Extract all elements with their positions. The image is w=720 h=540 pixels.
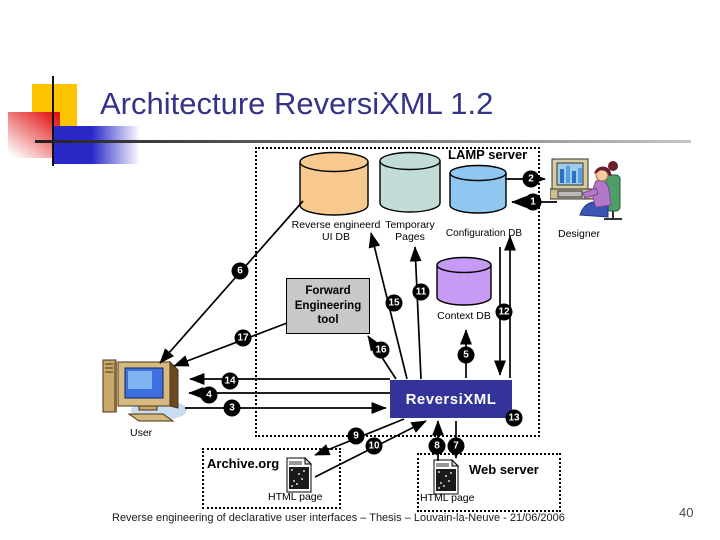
- reversixml-box: ReversiXML: [390, 380, 512, 418]
- archive-label: Archive.org: [207, 456, 280, 471]
- page-fold: [451, 459, 459, 467]
- badge-1: 1: [524, 193, 542, 211]
- temporary-pages-label: Temporary Pages: [385, 219, 435, 244]
- badge-9: 9: [347, 427, 365, 445]
- web-server-box: [417, 453, 561, 512]
- badge-13: 13: [505, 409, 523, 427]
- ornament-blue-tab: [62, 152, 84, 164]
- archive-box: [202, 448, 341, 509]
- badge-12: 12: [495, 303, 513, 321]
- tower-slots: [105, 363, 113, 373]
- badge-2: 2: [522, 170, 540, 188]
- screen-bar: [578, 168, 582, 183]
- reversixml-label: ReversiXML: [405, 390, 497, 408]
- page-titlebar: [436, 463, 449, 467]
- designer-label: Designer: [558, 228, 601, 240]
- designer-clipart: [550, 158, 622, 220]
- temporary-pages-cylinder: [379, 151, 441, 213]
- archive-html-page-icon: [286, 457, 312, 493]
- configuration-db-label: Configuration DB: [445, 228, 523, 239]
- badge-15: 15: [385, 294, 403, 312]
- badge-7: 7: [447, 437, 465, 455]
- forward-engineering-tool-label: Forward Engineering tool: [294, 285, 362, 327]
- screen-glare: [128, 371, 152, 389]
- ornament-red-square: [8, 112, 60, 158]
- cylinder-top: [436, 256, 492, 274]
- web-html-page-label: HTML page: [420, 492, 475, 504]
- badge-8: 8: [428, 437, 446, 455]
- designer-hair: [594, 166, 612, 176]
- cylinder-top: [299, 151, 369, 173]
- page-body: [289, 467, 309, 489]
- archive-html-page-label: HTML page: [268, 491, 323, 503]
- cylinder-top: [449, 164, 507, 182]
- footer-text: Reverse engineering of declarative user …: [112, 512, 565, 524]
- title-underline: [35, 140, 691, 143]
- designer-arm: [582, 187, 599, 199]
- badge-11: 11: [412, 283, 430, 301]
- screen-bar: [572, 171, 576, 183]
- user-computer-clipart: [102, 359, 187, 422]
- badge-16: 16: [372, 341, 390, 359]
- chair-base: [604, 211, 622, 220]
- web-server-label: Web server: [469, 462, 539, 477]
- keyboard: [557, 190, 583, 198]
- badge-3: 3: [223, 399, 241, 417]
- forward-engineering-tool-box: Forward Engineering tool: [286, 278, 370, 334]
- reverse-ui-db-label: Reverse engineerd UI DB: [291, 219, 381, 244]
- page-speckles: [438, 471, 452, 489]
- page-number: 40: [679, 505, 694, 520]
- context-db-label: Context DB: [437, 310, 491, 322]
- badge-4: 4: [200, 386, 218, 404]
- badge-5: 5: [457, 346, 475, 364]
- cylinder-body: [379, 161, 441, 213]
- page-titlebar: [289, 461, 302, 465]
- lamp-server-label: LAMP server: [448, 147, 528, 162]
- tower-side: [114, 362, 117, 412]
- user-label: User: [130, 427, 153, 439]
- screen-bar: [566, 166, 570, 183]
- screen-bar: [560, 169, 564, 183]
- badge-10: 10: [365, 437, 383, 455]
- cylinder-body: [449, 173, 507, 214]
- context-db-cylinder: [436, 256, 492, 306]
- web-html-page-icon: [433, 459, 459, 495]
- configuration-db-cylinder: [449, 164, 507, 214]
- reverse-ui-db-cylinder: [299, 151, 369, 216]
- page-speckles: [291, 469, 305, 487]
- page-body: [436, 469, 456, 491]
- keyboard: [127, 413, 175, 422]
- page-fold: [304, 457, 312, 465]
- monitor-stand: [138, 405, 158, 411]
- badge-17: 17: [234, 329, 252, 347]
- ornament-vertical-line: [52, 76, 54, 166]
- badge-6: 6: [231, 262, 249, 280]
- page-title: Architecture ReversiXML 1.2: [100, 86, 494, 121]
- monitor-side: [169, 360, 179, 409]
- cylinder-body: [436, 265, 492, 306]
- badge-14: 14: [221, 372, 239, 390]
- designer-hair-bun: [608, 161, 618, 171]
- cylinder-top: [379, 151, 441, 171]
